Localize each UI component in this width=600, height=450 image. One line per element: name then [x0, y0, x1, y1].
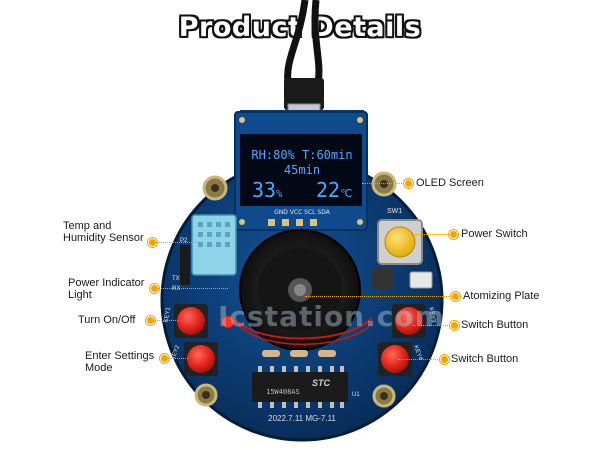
label-power-switch: Power Switch	[461, 228, 528, 240]
leader-enter-settings	[168, 358, 188, 359]
temp-humidity-sensor	[191, 214, 237, 276]
leader-switch-lower	[398, 359, 440, 360]
leader-oled	[362, 183, 404, 184]
button-enter-settings	[184, 342, 218, 376]
button-switch-upper	[392, 304, 426, 338]
label-enter-settings: Enter Settings Mode	[85, 350, 154, 374]
leader-switch-upper	[412, 325, 450, 326]
label-power-indicator-line1: Power Indicator	[68, 277, 145, 289]
chip-code: 15W408AS	[266, 388, 300, 396]
humidity-value: 33	[252, 178, 277, 202]
label-power-indicator: Power Indicator Light	[68, 277, 144, 301]
label-turn-on-off: Turn On/Off	[78, 314, 136, 326]
oled-line-1: RH:80% T:60min	[251, 148, 353, 162]
dot-atomizing	[451, 292, 460, 301]
usb-connector	[284, 78, 324, 110]
label-temp-humidity-line2: Humidity Sensor	[63, 232, 144, 244]
leader-power-indicator	[158, 288, 228, 289]
chip-label: STC	[312, 378, 330, 388]
humidity-unit: %	[276, 189, 283, 200]
oled-header-pins	[268, 219, 317, 226]
label-oled-screen: OLED Screen	[416, 177, 484, 189]
label-temp-humidity-line1: Temp and	[63, 220, 112, 232]
dot-oled	[404, 179, 413, 188]
mcu-chip	[252, 372, 348, 402]
silk-tx: TX	[172, 276, 180, 282]
dot-switch-upper	[450, 321, 459, 330]
label-enter-settings-line2: Mode	[85, 362, 113, 374]
usb-cable	[284, 0, 309, 83]
oled-screen	[240, 134, 362, 206]
label-switch-button-upper: Switch Button	[461, 319, 529, 331]
switch-label: SW1	[387, 208, 403, 215]
silk-rx: RX	[172, 286, 181, 292]
label-atomizing-plate: Atomizing Plate	[463, 290, 540, 302]
silk-u1: U1	[352, 392, 360, 398]
leader-temp-humidity	[156, 242, 198, 243]
leader-power-switch	[415, 234, 449, 235]
label-power-indicator-line2: Light	[68, 289, 92, 301]
oled-temp-reading: 22℃	[316, 178, 352, 202]
leader-turn-on-off	[154, 320, 178, 321]
button-turn-on-off	[174, 304, 208, 338]
label-switch-button-lower: Switch Button	[451, 353, 519, 365]
power-indicator-led	[221, 315, 235, 329]
oled-line-2: 45min	[283, 163, 321, 177]
dot-power-switch	[449, 230, 458, 239]
dot-switch-lower	[440, 355, 449, 364]
label-temp-humidity: Temp and Humidity Sensor	[63, 220, 144, 244]
silk-p2: P2	[180, 238, 188, 244]
label-enter-settings-line1: Enter Settings	[85, 350, 155, 362]
board-bottom-text: 2022.7.11 MG-7.11	[268, 414, 336, 423]
oled-pin-labels: GND VCC SCL SDA	[274, 209, 330, 216]
oled-humidity-reading: 33%	[252, 178, 282, 202]
temp-unit: ℃	[340, 187, 353, 200]
button-switch-lower	[378, 342, 412, 376]
temp-value: 22	[316, 178, 341, 202]
leader-atomizing	[305, 296, 451, 297]
